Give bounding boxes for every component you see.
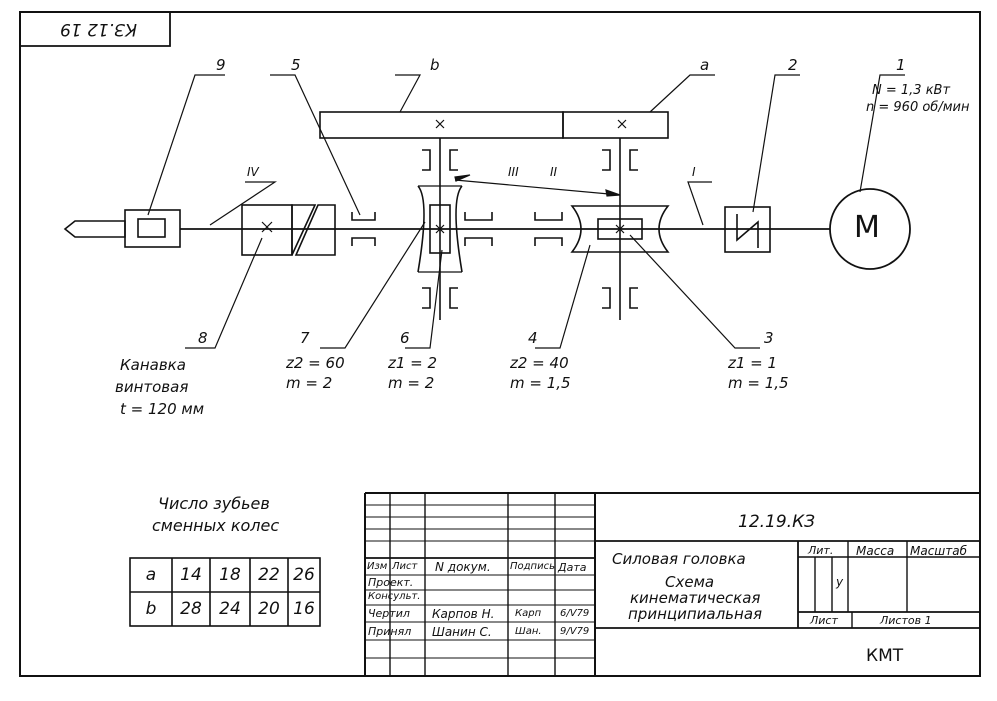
doc-code: 12.19.КЗ xyxy=(738,512,816,532)
doc-name-1: Силовая головка xyxy=(612,550,746,568)
col-sign: Подпись xyxy=(510,561,555,572)
label-shaft-i: I xyxy=(692,165,696,179)
worm-wheel-7 xyxy=(417,185,463,273)
drawing-frame xyxy=(19,11,981,677)
drawn-by: Карпов Н. xyxy=(432,607,495,621)
label-1: 1 xyxy=(896,56,906,74)
role-consult: Консульт. xyxy=(368,591,421,602)
role-approved: Принял xyxy=(368,625,412,638)
teeth-title-2: сменных колес xyxy=(152,516,280,535)
col-doc: N докум. xyxy=(435,560,491,574)
approved-by: Шанин С. xyxy=(432,625,492,639)
clutch xyxy=(724,206,771,253)
gear7-m: m = 2 xyxy=(286,374,333,392)
teeth-cell: 22 xyxy=(258,565,280,585)
gear7-z: z2 = 60 xyxy=(286,354,345,372)
label-shaft-ii: II xyxy=(550,165,558,179)
organization: КМТ xyxy=(866,646,904,666)
label-shaft-iii: III xyxy=(508,165,519,179)
motor-power: N = 1,3 кВт xyxy=(872,83,951,98)
stamp-code: КЗ.12 19 xyxy=(60,19,138,39)
motor-symbol: M xyxy=(854,210,880,245)
teeth-cell: 24 xyxy=(219,599,241,619)
groove-line2: винтовая xyxy=(115,378,189,396)
pulley-a xyxy=(562,111,669,139)
scale-header: Масштаб xyxy=(910,544,968,558)
label-9: 9 xyxy=(216,56,226,74)
date-approved: 9/V79 xyxy=(560,626,590,637)
gear4-z: z2 = 40 xyxy=(510,354,569,372)
motor-speed: n = 960 об/мин xyxy=(866,100,970,115)
label-2: 2 xyxy=(788,56,798,74)
doc-name-4: принципиальная xyxy=(628,605,763,623)
teeth-table-grid xyxy=(129,557,321,627)
motor-circle xyxy=(829,188,911,270)
doc-name-2: Схема xyxy=(665,573,715,591)
teeth-cell: 14 xyxy=(180,565,202,585)
col-date: Дата xyxy=(558,561,587,574)
label-4: 4 xyxy=(528,329,538,347)
label-7: 7 xyxy=(300,329,310,347)
label-3: 3 xyxy=(764,329,774,347)
screw-thread-2 xyxy=(294,204,336,256)
teeth-cell-b-label: b xyxy=(145,599,157,619)
role-drawn: Чертил xyxy=(368,607,410,620)
worm-3 xyxy=(597,218,643,240)
bearings-vertical xyxy=(422,149,638,309)
teeth-cell: 18 xyxy=(219,565,241,585)
teeth-cell: 26 xyxy=(293,565,315,585)
tool-tip xyxy=(63,220,126,238)
sheet-label: Лист xyxy=(810,614,838,627)
teeth-cell: 28 xyxy=(180,599,202,619)
screw-unit xyxy=(241,204,293,256)
title-block-grid xyxy=(364,492,980,676)
label-a: a xyxy=(700,56,710,74)
col-izm: Изм xyxy=(367,561,388,572)
gear4-m: m = 1,5 xyxy=(510,374,571,392)
worm-wheel-4 xyxy=(570,205,670,253)
worm-6 xyxy=(429,204,451,254)
gear3-m: m = 1,5 xyxy=(728,374,789,392)
label-6: 6 xyxy=(400,329,410,347)
label-8: 8 xyxy=(198,329,208,347)
leader-lines xyxy=(147,74,905,349)
teeth-cell-a-label: a xyxy=(145,565,157,585)
lit-value: у xyxy=(836,575,844,589)
teeth-title-1: Число зубьев xyxy=(158,494,270,513)
mass-header: Масса xyxy=(856,544,895,558)
sign-drawn: Карп xyxy=(515,608,542,619)
date-drawn: 6/V79 xyxy=(560,608,590,619)
bearings-horizontal xyxy=(351,212,563,246)
screw-thread-1 xyxy=(291,204,317,256)
teeth-cell: 20 xyxy=(258,599,280,619)
tool-holder xyxy=(124,209,181,248)
groove-line1: Канавка xyxy=(120,356,186,374)
label-5: 5 xyxy=(291,56,301,74)
lit-header: Лит. xyxy=(808,544,834,557)
sheets-count: Листов 1 xyxy=(880,614,932,627)
label-shaft-iv: IV xyxy=(247,165,259,179)
gear6-m: m = 2 xyxy=(388,374,435,392)
gear3-z: z1 = 1 xyxy=(728,354,778,372)
col-list: Лист xyxy=(392,561,418,572)
doc-name-3: кинематическая xyxy=(630,589,761,607)
tool-holder-inner xyxy=(137,218,166,238)
groove-line3: t = 120 мм xyxy=(120,400,205,418)
teeth-cell: 16 xyxy=(293,599,315,619)
gear6-z: z1 = 2 xyxy=(388,354,438,372)
stamp-box xyxy=(19,12,171,47)
label-b: b xyxy=(430,56,440,74)
role-project: Проект. xyxy=(368,576,414,589)
sign-approved: Шан. xyxy=(515,626,542,637)
